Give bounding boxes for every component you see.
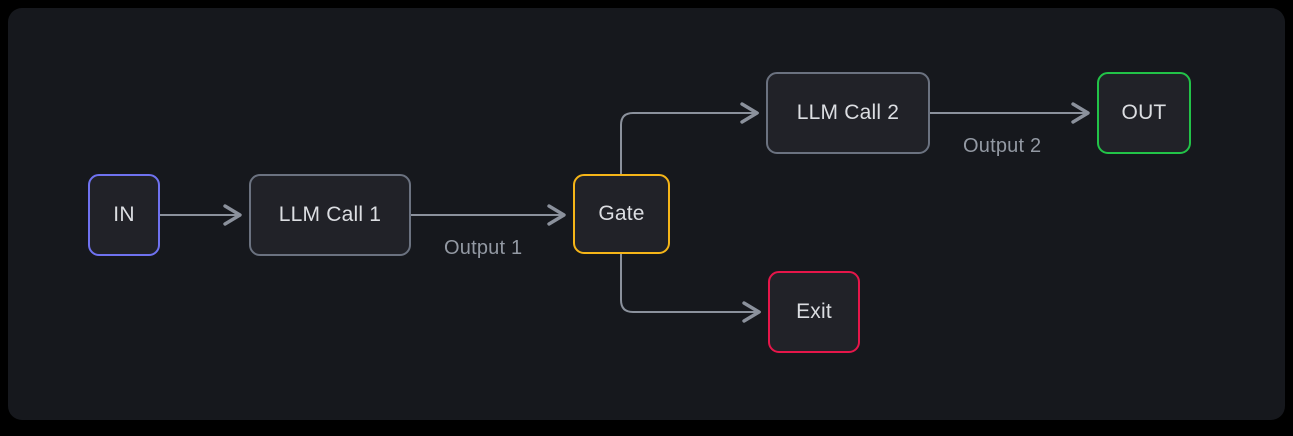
node-llm-call-2[interactable]: LLM Call 2 [766,72,930,154]
node-gate[interactable]: Gate [573,174,670,254]
edge-label-output-2: Output 2 [963,135,1042,157]
node-exit[interactable]: Exit [768,271,860,353]
node-llm-call-1[interactable]: LLM Call 1 [249,174,411,256]
edge-gate-to-exit [620,253,761,323]
node-llm-call-1-label: LLM Call 1 [278,203,382,226]
node-llm-call-2-label: LLM Call 2 [796,101,900,124]
node-in[interactable]: IN [88,174,160,256]
node-in-label: IN [113,203,135,226]
edge-label-output-1: Output 1 [444,237,523,259]
diagram-canvas: IN LLM Call 1 Gate LLM Call 2 OUT Exit O… [8,8,1285,420]
edge-gate-to-llm2 [620,102,759,175]
node-out-label: OUT [1121,101,1167,124]
node-exit-label: Exit [796,300,832,323]
node-gate-label: Gate [598,202,645,225]
node-out[interactable]: OUT [1097,72,1191,154]
